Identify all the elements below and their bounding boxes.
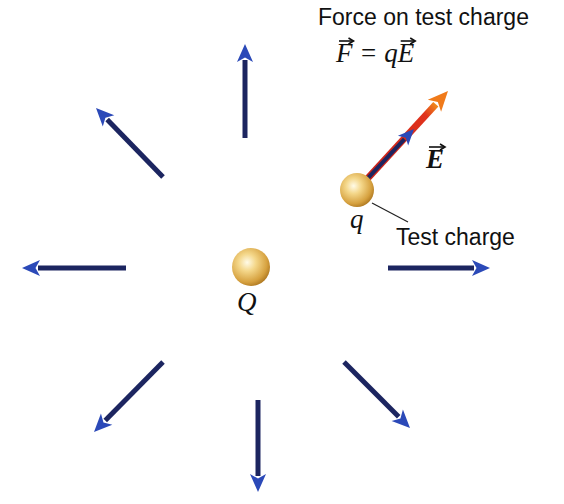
field-arrow-e-head — [398, 129, 414, 145]
source-charge — [232, 248, 270, 286]
field-arrow-shaft — [344, 362, 399, 417]
test-charge — [340, 173, 374, 207]
field-arrow-shaft — [243, 60, 248, 138]
force-caption: Force on test charge — [318, 4, 529, 30]
leader-line — [372, 203, 408, 222]
field-arrow-head — [237, 44, 253, 62]
field-arrow-head — [250, 474, 266, 492]
field-arrow-head — [96, 108, 114, 126]
force-equation: F = qE — [336, 38, 414, 69]
field-label: E — [426, 144, 444, 175]
test-charge-label: Test charge — [396, 224, 515, 250]
field-arrow-head — [392, 410, 410, 428]
field-arrow-e-shaft — [368, 139, 404, 178]
field-arrow-shaft — [105, 362, 163, 421]
field-arrow-shaft — [38, 266, 126, 271]
field-arrow-shaft — [388, 266, 474, 271]
field-arrow-head — [94, 414, 112, 432]
charge-label: q — [350, 204, 364, 235]
field-arrows — [22, 44, 490, 492]
field-arrow-shaft — [107, 119, 163, 177]
charge-label: Q — [237, 287, 257, 318]
force-arrow-shaft — [368, 104, 436, 178]
field-arrow-head — [472, 260, 490, 276]
force-arrow-head — [428, 91, 448, 112]
field-arrow-head — [22, 260, 40, 276]
field-arrow-shaft — [256, 400, 261, 476]
